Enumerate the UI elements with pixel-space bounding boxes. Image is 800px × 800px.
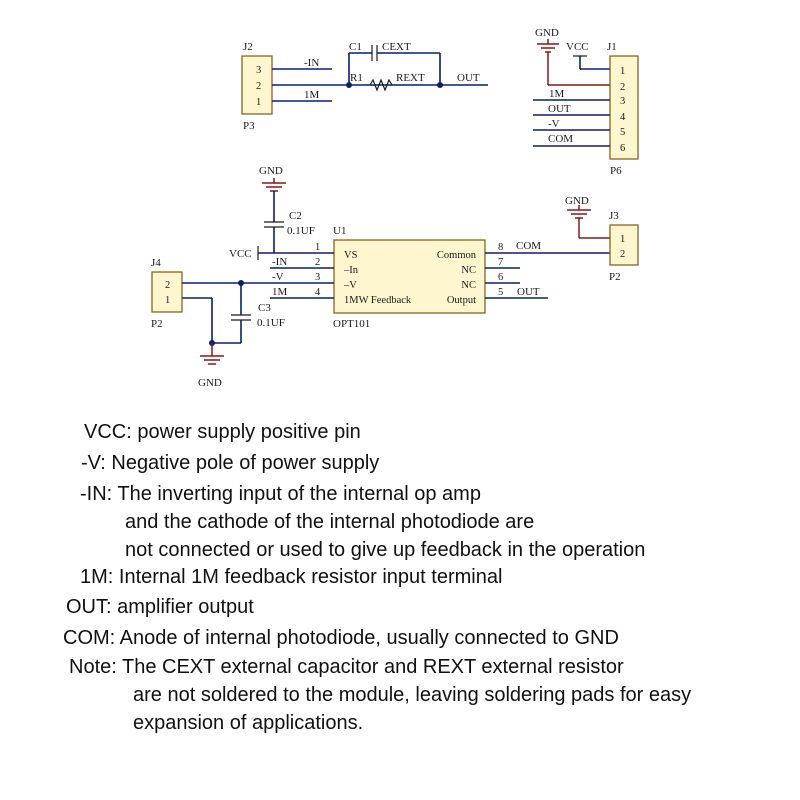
u1-net-com: COM xyxy=(516,240,541,252)
c3-value: 0.1UF xyxy=(257,317,285,329)
j1-vcc-label: VCC xyxy=(566,41,589,53)
j1-pin-4: 4 xyxy=(620,112,626,123)
connector-j4: J4 2 1 P2 C3 0.1UF GND xyxy=(151,257,285,389)
note-in-cont-1: and the cathode of the internal photodio… xyxy=(125,511,535,533)
u1-body xyxy=(333,239,486,314)
note-cext-cont-1: are not soldered to the module, leaving … xyxy=(133,684,692,706)
j4-pin-1: 1 xyxy=(165,295,170,306)
note-vcc: VCC: power supply positive pin xyxy=(84,421,361,443)
j4-body xyxy=(151,271,183,313)
u1-net-1m: 1M xyxy=(272,286,288,298)
j1-pin-1: 1 xyxy=(620,66,625,77)
j2-net-in: -IN xyxy=(304,57,319,69)
u1-part: OPT101 xyxy=(333,318,370,330)
bottom-gnd-label: GND xyxy=(198,377,222,389)
j3-port: P2 xyxy=(609,271,621,283)
u1-ref: U1 xyxy=(333,225,346,237)
j2-port: P3 xyxy=(243,120,255,132)
j1-pin-2: 2 xyxy=(620,82,625,93)
note-out: OUT: amplifier output xyxy=(66,596,254,618)
note-in: -IN: The inverting input of the internal… xyxy=(80,483,481,505)
connector-j3: GND J3 1 2 P2 xyxy=(565,195,639,283)
u1-pin-8: 8 xyxy=(498,242,503,253)
j2-body xyxy=(241,55,273,115)
rext-label: REXT xyxy=(396,72,425,84)
capacitor-c2: GND C2 0.1UF xyxy=(259,165,315,253)
c3-ref: C3 xyxy=(258,302,271,314)
junction-c1-left xyxy=(346,82,352,88)
j2-net-1m: 1M xyxy=(304,89,320,101)
note-in-cont-2: not connected or used to give up feedbac… xyxy=(125,539,646,561)
r1-resistor xyxy=(369,78,393,92)
u1-pin-3: 3 xyxy=(315,272,320,283)
j4-port: P2 xyxy=(151,318,163,330)
c2-gnd-label: GND xyxy=(259,165,283,177)
r1-ref: R1 xyxy=(350,72,363,84)
u1-vcc-label: VCC xyxy=(229,248,252,260)
j3-body xyxy=(609,224,639,266)
feedback-out-net: OUT xyxy=(457,72,480,84)
c2-value: 0.1UF xyxy=(287,225,315,237)
j1-gnd-label: GND xyxy=(535,27,559,39)
u1-pin-name-v: –V xyxy=(343,280,357,291)
ic-u1-opt101: U1 OPT101 VCC 1 2 3 4 -IN -V 1M VS –In –… xyxy=(229,225,610,330)
j1-net-1m: 1M xyxy=(549,88,565,100)
u1-pin-7: 7 xyxy=(498,257,503,268)
connector-j2: J2 3 2 1 P3 -IN 1M xyxy=(241,41,440,132)
j4-pin-2: 2 xyxy=(165,280,170,291)
u1-pin-name-vs: VS xyxy=(344,250,358,261)
junction-c3-top xyxy=(238,280,244,286)
j3-gnd-label: GND xyxy=(565,195,589,207)
j1-body xyxy=(609,55,639,160)
u1-pin-name-nc-7: NC xyxy=(461,265,476,276)
j2-pin-1: 1 xyxy=(256,97,261,108)
u1-pin-4: 4 xyxy=(315,287,321,298)
j1-pin-5: 5 xyxy=(620,127,625,138)
u1-pin-1: 1 xyxy=(315,242,320,253)
u1-pin-name-nc-6: NC xyxy=(461,280,476,291)
c1-ref: C1 xyxy=(349,41,362,53)
schematic-diagram: J2 3 2 1 P3 -IN 1M C1 CEXT R1 REXT OUT G… xyxy=(151,27,639,389)
feedback-network: C1 CEXT R1 REXT OUT xyxy=(346,41,488,92)
u1-pin-name-common: Common xyxy=(437,250,477,261)
j1-ref: J1 xyxy=(607,41,617,53)
u1-pin-2: 2 xyxy=(315,257,320,268)
j1-net-v: -V xyxy=(548,118,560,130)
j2-pin-3: 3 xyxy=(256,65,261,76)
u1-pin-name-feedback: 1MW Feedback xyxy=(344,295,412,306)
j4-ref: J4 xyxy=(151,257,161,269)
j1-pin-3: 3 xyxy=(620,96,625,107)
connector-j1: GND VCC J1 1 2 3 4 5 6 1M OUT -V COM P6 xyxy=(533,27,639,177)
cext-label: CEXT xyxy=(382,41,411,53)
j3-ref: J3 xyxy=(609,210,619,222)
j1-port: P6 xyxy=(610,165,622,177)
u1-net-in: -IN xyxy=(272,256,287,268)
u1-pin-name-output: Output xyxy=(447,295,476,306)
j1-net-com: COM xyxy=(548,133,573,145)
u1-net-out: OUT xyxy=(517,286,540,298)
u1-net-v: -V xyxy=(272,271,284,283)
note-1m: 1M: Internal 1M feedback resistor input … xyxy=(80,566,503,588)
j2-ref: J2 xyxy=(243,41,253,53)
note-cext-cont-2: expansion of applications. xyxy=(133,712,364,734)
j1-pin-6: 6 xyxy=(620,143,625,154)
note-cext: Note: The CEXT external capacitor and RE… xyxy=(69,656,624,678)
c2-ref: C2 xyxy=(289,210,302,222)
note-com: COM: Anode of internal photodiode, usual… xyxy=(63,627,619,649)
j1-net-out: OUT xyxy=(548,103,571,115)
junction-c1-right xyxy=(437,82,443,88)
u1-pin-name-in: –In xyxy=(343,265,359,276)
u1-pin-6: 6 xyxy=(498,272,503,283)
note-v: -V: Negative pole of power supply xyxy=(81,452,380,474)
j2-pin-2: 2 xyxy=(256,81,261,92)
u1-pin-5: 5 xyxy=(498,287,503,298)
j3-pin-1: 1 xyxy=(620,234,625,245)
j3-pin-2: 2 xyxy=(620,249,625,260)
